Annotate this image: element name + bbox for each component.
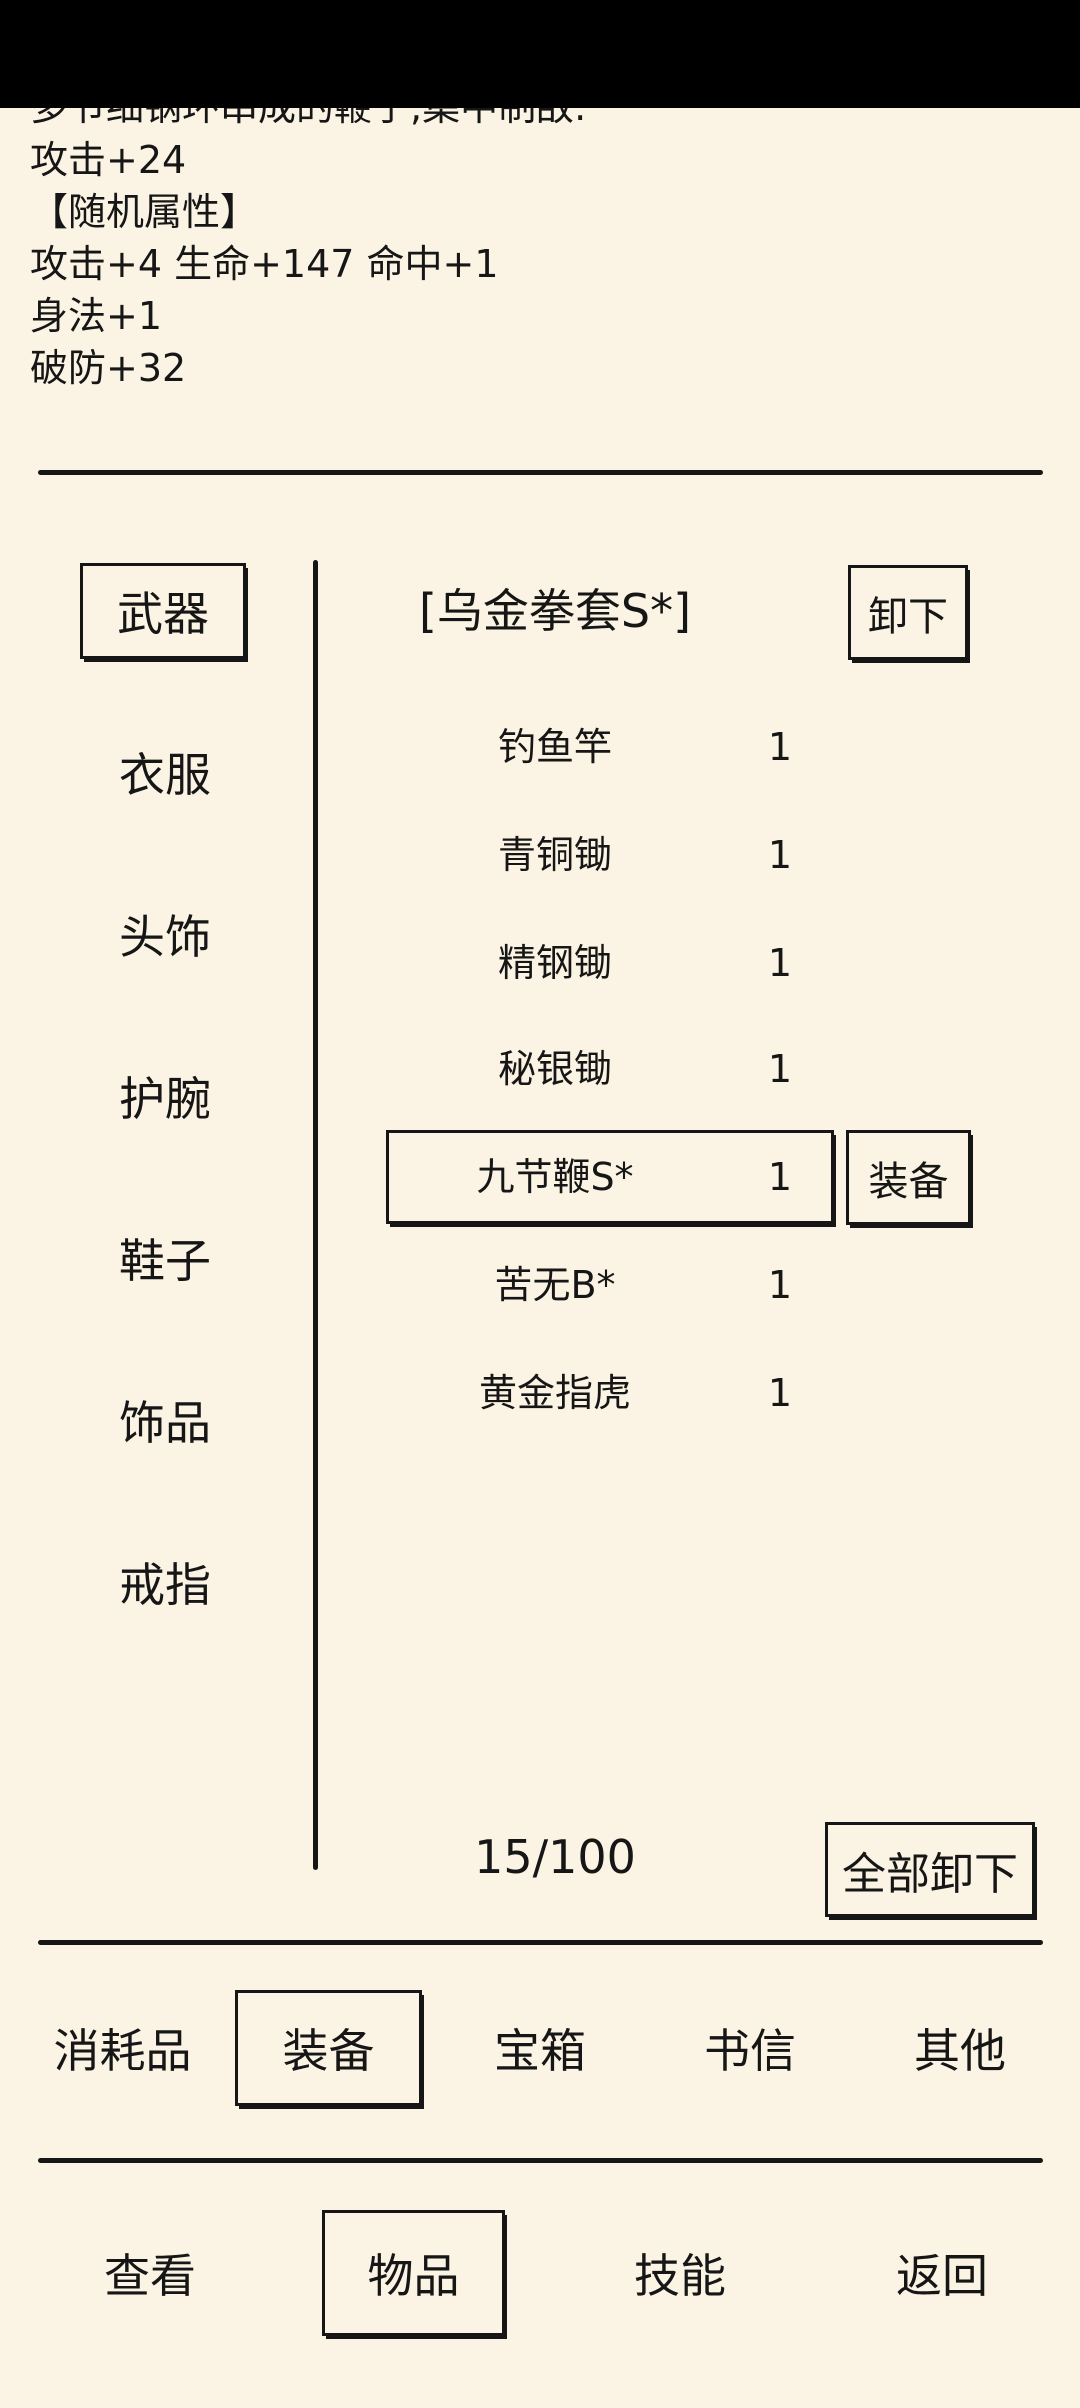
item-name: 秘银锄 (497, 1047, 612, 1091)
tab-consumables[interactable]: 消耗品 (35, 1993, 210, 2103)
equip-button[interactable]: 装备 (846, 1130, 971, 1225)
tab-equipment[interactable]: 装备 (235, 1990, 422, 2106)
item-name: 钓鱼竿 (497, 725, 612, 769)
item-name: 九节鞭S* (476, 1155, 634, 1199)
tab-label: 消耗品 (53, 2024, 192, 2078)
category-clothes[interactable]: 衣服 (80, 722, 250, 822)
category-label: 饰品 (119, 1396, 211, 1450)
category-label: 鞋子 (119, 1234, 211, 1288)
list-item-selected[interactable]: 九节鞭S* 1 (386, 1130, 870, 1224)
description-line: 【随机属性】 (30, 190, 259, 234)
description-line: 攻击+4 生命+147 命中+1 (30, 242, 499, 286)
list-item[interactable]: 钓鱼竿 1 (390, 702, 870, 792)
inventory-capacity: 15/100 (474, 1830, 636, 1884)
list-item[interactable]: 精钢锄 1 (390, 918, 870, 1008)
tab-label: 书信 (704, 2024, 796, 2078)
category-label: 护腕 (119, 1072, 211, 1126)
item-quantity: 1 (767, 725, 793, 769)
category-headwear[interactable]: 头饰 (80, 884, 250, 984)
category-label: 武器 (117, 587, 209, 641)
unequip-button[interactable]: 卸下 (848, 565, 968, 660)
divider-top (38, 470, 1043, 475)
nav-label: 返回 (896, 2249, 988, 2303)
nav-back[interactable]: 返回 (862, 2218, 1022, 2328)
category-weapon[interactable]: 武器 (80, 563, 246, 659)
description-line: 破防+32 (30, 346, 187, 390)
unequip-all-button[interactable]: 全部卸下 (825, 1822, 1035, 1917)
tab-letters[interactable]: 书信 (670, 1993, 830, 2103)
nav-view[interactable]: 查看 (70, 2218, 230, 2328)
list-item[interactable]: 青铜锄 1 (390, 810, 870, 900)
category-label: 头饰 (119, 910, 211, 964)
description-clipped-line: 多节细钢环串成的鞭子,集中制敌. (30, 108, 1050, 134)
divider-bottom (38, 2158, 1043, 2163)
tab-label: 装备 (282, 2024, 375, 2078)
tab-other[interactable]: 其他 (880, 1993, 1040, 2103)
tab-chests[interactable]: 宝箱 (460, 1993, 620, 2103)
category-accessory[interactable]: 饰品 (80, 1370, 250, 1470)
item-name: 苦无B* (494, 1263, 616, 1307)
column-divider (313, 560, 318, 1870)
list-item[interactable]: 黄金指虎 1 (390, 1348, 870, 1438)
item-quantity: 1 (767, 1263, 793, 1307)
item-name: 青铜锄 (497, 833, 612, 877)
tab-label: 其他 (914, 2024, 1006, 2078)
item-name: 精钢锄 (497, 941, 612, 985)
nav-label: 物品 (367, 2249, 460, 2303)
item-description: 多节细钢环串成的鞭子,集中制敌. 攻击+24 【随机属性】 攻击+4 生命+14… (30, 108, 1050, 394)
nav-items[interactable]: 物品 (322, 2210, 505, 2336)
item-quantity: 1 (767, 1155, 793, 1199)
category-bracers[interactable]: 护腕 (80, 1046, 250, 1146)
item-quantity: 1 (767, 1047, 793, 1091)
item-quantity: 1 (767, 1371, 793, 1415)
category-label: 戒指 (119, 1558, 211, 1612)
description-line: 攻击+24 (30, 138, 187, 182)
equipped-item-name: [乌金拳套S*] (418, 584, 692, 638)
list-item[interactable]: 秘银锄 1 (390, 1024, 870, 1114)
nav-skills[interactable]: 技能 (600, 2218, 760, 2328)
description-line: 身法+1 (30, 294, 163, 338)
item-quantity: 1 (767, 941, 793, 985)
divider-middle (38, 1940, 1043, 1945)
category-label: 衣服 (119, 748, 211, 802)
category-ring[interactable]: 戒指 (80, 1532, 250, 1632)
nav-label: 技能 (634, 2249, 726, 2303)
status-bar (0, 0, 1080, 108)
category-shoes[interactable]: 鞋子 (80, 1208, 250, 1308)
item-name: 黄金指虎 (478, 1371, 631, 1415)
nav-label: 查看 (104, 2249, 196, 2303)
item-quantity: 1 (767, 833, 793, 877)
list-item[interactable]: 苦无B* 1 (390, 1240, 870, 1330)
tab-label: 宝箱 (494, 2024, 586, 2078)
